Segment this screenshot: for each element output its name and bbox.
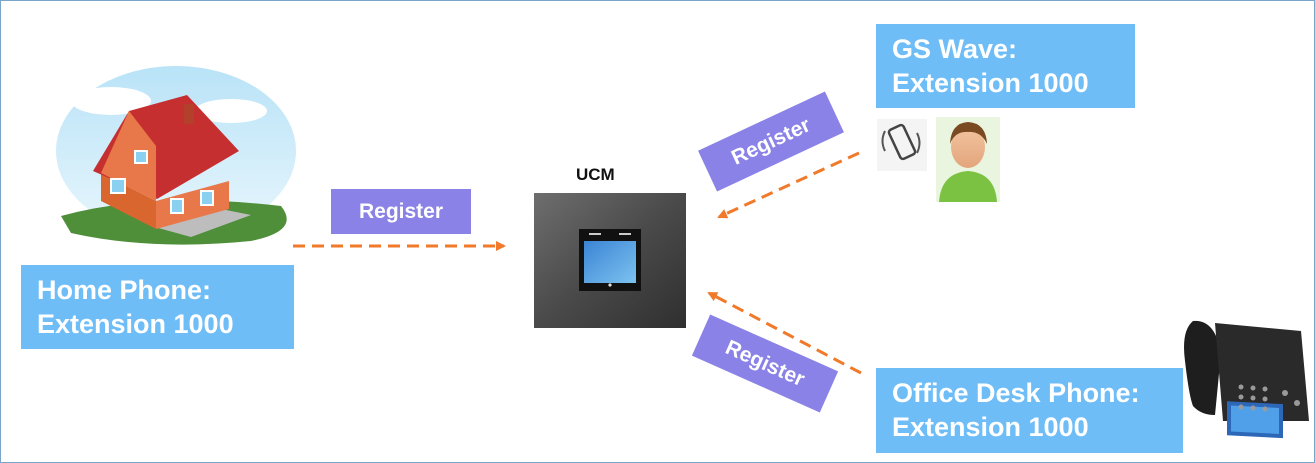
house-icon [56, 66, 296, 245]
office-desk-phone-box: Office Desk Phone: Extension 1000 [876, 368, 1183, 453]
home-phone-box: Home Phone: Extension 1000 [21, 265, 294, 349]
home-phone-extension: Extension 1000 [37, 309, 234, 339]
arrow-office-to-ucm [707, 291, 862, 375]
arrow-gswave-to-ucm [717, 151, 860, 219]
vibrating-smartphone-icon [877, 119, 927, 171]
ucm-device-icon [534, 193, 686, 328]
ucm-label: UCM [576, 165, 615, 184]
gs-wave-extension: Extension 1000 [892, 68, 1089, 98]
desk-phone-icon [1184, 320, 1309, 439]
gs-wave-box: GS Wave: Extension 1000 [876, 24, 1135, 108]
register-label-home: Register [331, 189, 471, 234]
home-phone-title: Home Phone: [37, 275, 212, 305]
office-desk-phone-extension: Extension 1000 [892, 412, 1089, 442]
office-desk-phone-title: Office Desk Phone: [892, 378, 1140, 408]
user-avatar-icon [936, 117, 1000, 202]
gs-wave-title: GS Wave: [892, 34, 1018, 64]
